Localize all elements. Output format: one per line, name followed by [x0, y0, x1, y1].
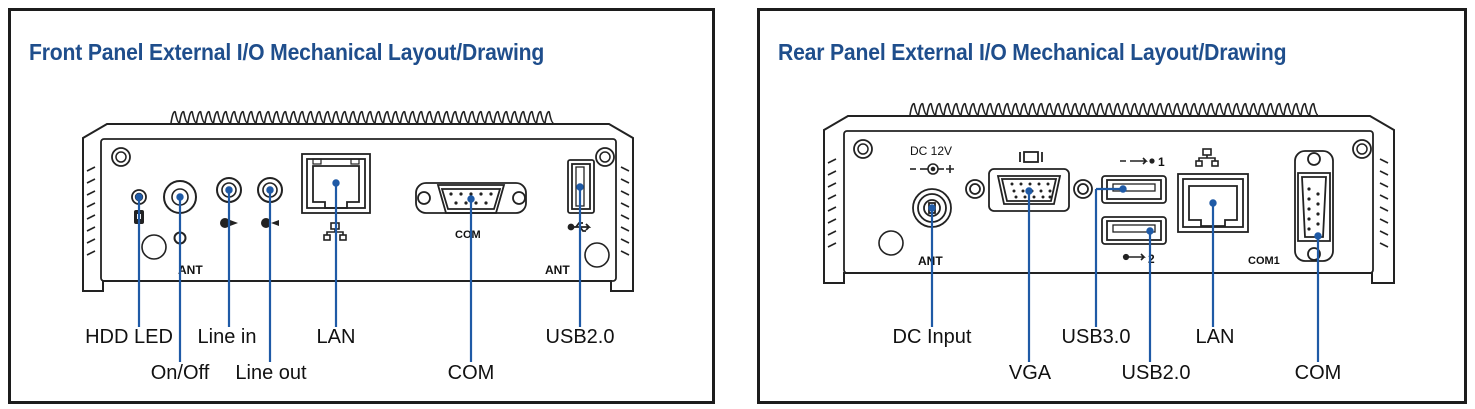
callout-usb3: USB3.0: [1061, 326, 1131, 348]
callout-line-out: Line out: [235, 362, 307, 384]
front-faceplate: [100, 138, 617, 282]
screw-top-right: [1352, 139, 1372, 159]
line-in-icon: [220, 218, 238, 228]
vga-pins: [1010, 182, 1052, 199]
front-panel: Front Panel External I/O Mechanical Layo…: [8, 8, 715, 404]
com-pins: [1307, 187, 1320, 231]
antenna-hole-left: [141, 234, 167, 260]
callout-on-off: On/Off: [150, 362, 210, 384]
rear-panel-title: Rear Panel External I/O Mechanical Layou…: [778, 39, 1287, 65]
callout-usb2: USB2.0: [1121, 362, 1191, 384]
usb2-icon: [1122, 253, 1146, 261]
front-callout-lines: [135, 179, 584, 362]
usb2-port[interactable]: [1101, 216, 1167, 245]
side-vents-left: [86, 166, 96, 256]
screw-top-left: [111, 147, 131, 167]
callout-hdd-led: HDD LED: [85, 326, 173, 348]
ant-label-left: ANT: [178, 263, 203, 277]
side-vents-left: [827, 158, 837, 248]
usb-icon: [567, 222, 592, 232]
dc-polarity-icon: [910, 163, 954, 175]
com-pins: [449, 192, 493, 205]
heatsink-fins: [909, 102, 1319, 116]
vga-icon: [1019, 151, 1043, 163]
front-panel-title: Front Panel External I/O Mechanical Layo…: [29, 39, 545, 65]
vga-port[interactable]: [965, 168, 1093, 212]
callout-lan: LAN: [316, 326, 356, 348]
heatsink-fins: [170, 110, 554, 124]
lan-icon: [1195, 148, 1219, 167]
rear-panel: Rear Panel External I/O Mechanical Layou…: [757, 8, 1467, 404]
com-port[interactable]: [415, 182, 527, 214]
callout-usb: USB2.0: [545, 326, 615, 348]
com-label: COM: [455, 229, 481, 241]
callout-line-in: Line in: [197, 326, 257, 348]
rear-faceplate: [843, 130, 1374, 274]
screw-top-right: [595, 147, 615, 167]
antenna-hole-right: [584, 242, 610, 268]
dc-label: DC 12V: [910, 144, 952, 158]
callout-vga: VGA: [1008, 362, 1052, 384]
side-vents-right: [1379, 158, 1389, 248]
usb3-icon: [1120, 157, 1155, 165]
callout-lan: LAN: [1195, 326, 1235, 348]
com1-label: COM1: [1248, 255, 1280, 267]
ant-label: ANT: [918, 254, 943, 268]
rear-callout-lines: [928, 185, 1322, 362]
usb-bottom-number: 2: [1148, 252, 1155, 266]
com-port[interactable]: [1294, 150, 1334, 262]
antenna-hole: [878, 230, 904, 256]
callout-com: COM: [1294, 362, 1342, 384]
ant-label-right: ANT: [545, 263, 570, 277]
screw-top-left: [853, 139, 873, 159]
front-panel-drawing: ANT ANT: [82, 110, 634, 362]
callout-com: COM: [447, 362, 495, 384]
callout-dc-input: DC Input: [892, 326, 972, 348]
side-vents-right: [620, 166, 630, 256]
line-out-icon: [261, 218, 279, 228]
usb-top-number: 1: [1158, 155, 1165, 169]
rear-panel-drawing: ANT DC 12V 1: [823, 102, 1395, 362]
